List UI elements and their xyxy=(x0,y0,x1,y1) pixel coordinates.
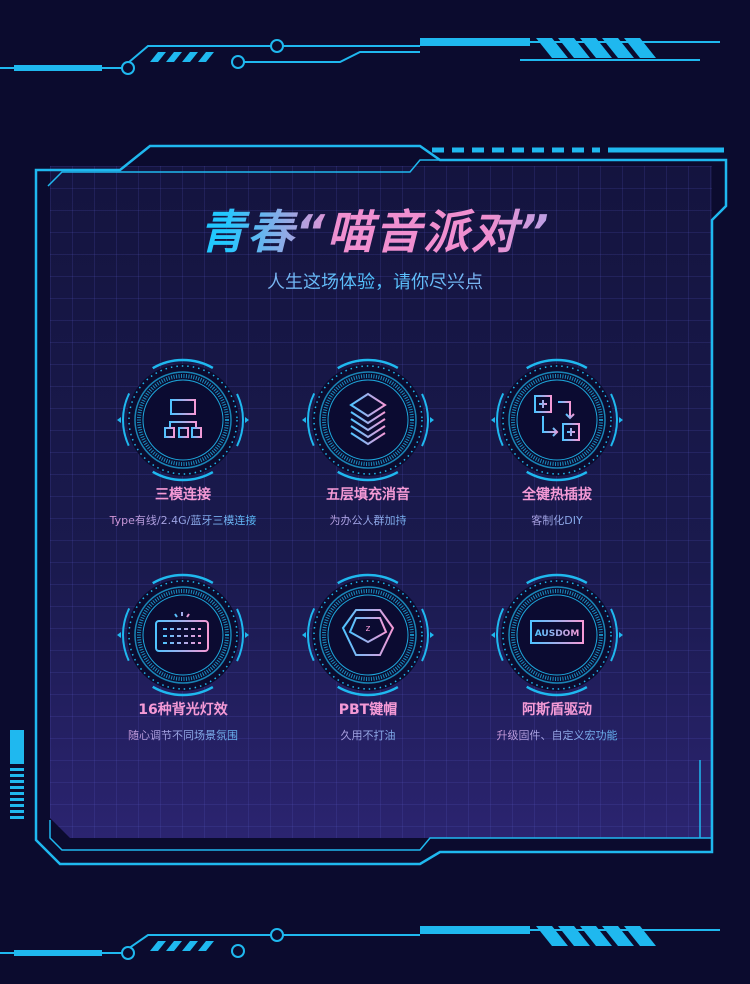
hud-ring xyxy=(491,358,623,482)
top-circuit xyxy=(0,38,720,75)
feature-title: 三模连接 xyxy=(155,487,211,503)
feature-subtitle: Type有线/2.4G/蓝牙三模连接 xyxy=(83,512,283,528)
feature-title: PBT键帽 xyxy=(338,702,398,718)
feature-subtitle: 随心调节不同场景氛围 xyxy=(83,727,283,743)
feature-three-mode: 三模连接 Type有线/2.4G/蓝牙三模连接 xyxy=(83,484,283,528)
feature-title: 全键热插拔 xyxy=(522,487,592,503)
feature-backlight: 16种背光灯效随心调节不同场景氛围 xyxy=(83,699,283,743)
side-bars xyxy=(10,730,24,819)
feature-title: 16种背光灯效 xyxy=(138,702,228,718)
page-subtitle: 人生这场体验，请你尽兴点 xyxy=(0,268,750,294)
feature-driver: 阿斯盾驱动升级固件、自定义宏功能 xyxy=(457,699,657,743)
svg-text:z: z xyxy=(366,624,371,634)
feature-subtitle: 升级固件、自定义宏功能 xyxy=(457,727,657,743)
feature-subtitle: 为办公人群加持 xyxy=(268,512,468,528)
feature-title: 阿斯盾驱动 xyxy=(522,702,592,718)
network-icon xyxy=(164,399,202,438)
hot-swap-icon xyxy=(534,395,580,441)
bottom-circuit xyxy=(0,926,720,960)
feature-subtitle: 久用不打油 xyxy=(268,727,468,743)
feature-title: 五层填充消音 xyxy=(326,487,410,503)
ausdom-logo-icon: AUSDOM xyxy=(530,620,584,644)
feature-five-layer: 五层填充消音为办公人群加持 xyxy=(268,484,468,528)
grid-panel xyxy=(50,166,712,838)
hud-ring xyxy=(491,573,623,697)
page-title: 青春“喵音派对” xyxy=(0,196,750,262)
keycap-icon: z xyxy=(341,609,395,656)
svg-text:AUSDOM: AUSDOM xyxy=(535,629,580,639)
main-frame xyxy=(34,144,728,866)
feature-subtitle: 客制化DIY xyxy=(457,512,657,528)
hud-ring xyxy=(302,358,434,482)
feature-hot-swap: 全键热插拔客制化DIY xyxy=(457,484,657,528)
layers-icon xyxy=(349,392,387,446)
feature-pbt: PBT键帽久用不打油 xyxy=(268,699,468,743)
hud-ring xyxy=(117,573,249,697)
keyboard-backlight-icon xyxy=(155,612,209,652)
hud-ring xyxy=(302,573,434,697)
